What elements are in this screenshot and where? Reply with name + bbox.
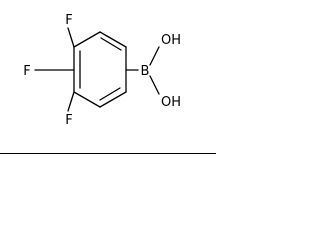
fluorine-top-label: F xyxy=(65,13,72,28)
boron-label: B xyxy=(141,64,150,79)
ring-bond-top-left xyxy=(73,31,101,48)
molecule-structure: F F F B OH OH xyxy=(0,13,216,154)
ring-double-bond-top-right xyxy=(100,37,122,51)
bond-c3-fluorine xyxy=(67,27,75,48)
structure-canvas: F F F B OH OH xyxy=(0,0,216,156)
hydroxyl-bottom-label: OH xyxy=(161,95,181,110)
bond-boron-oh-bottom xyxy=(149,75,160,95)
benzene-ring xyxy=(73,31,127,108)
ring-bond-bottom-right xyxy=(99,91,127,108)
fluorine-left-label: F xyxy=(23,64,30,79)
bond-boron-oh-top xyxy=(149,46,160,66)
ring-bond-top-right xyxy=(99,31,127,48)
ring-bond-bottom-left xyxy=(73,91,101,108)
bond-c5-fluorine xyxy=(67,91,75,112)
fluorine-bottom-label: F xyxy=(65,113,72,128)
hydroxyl-top-label: OH xyxy=(161,33,181,48)
ring-double-bond-bottom-right xyxy=(99,87,121,101)
